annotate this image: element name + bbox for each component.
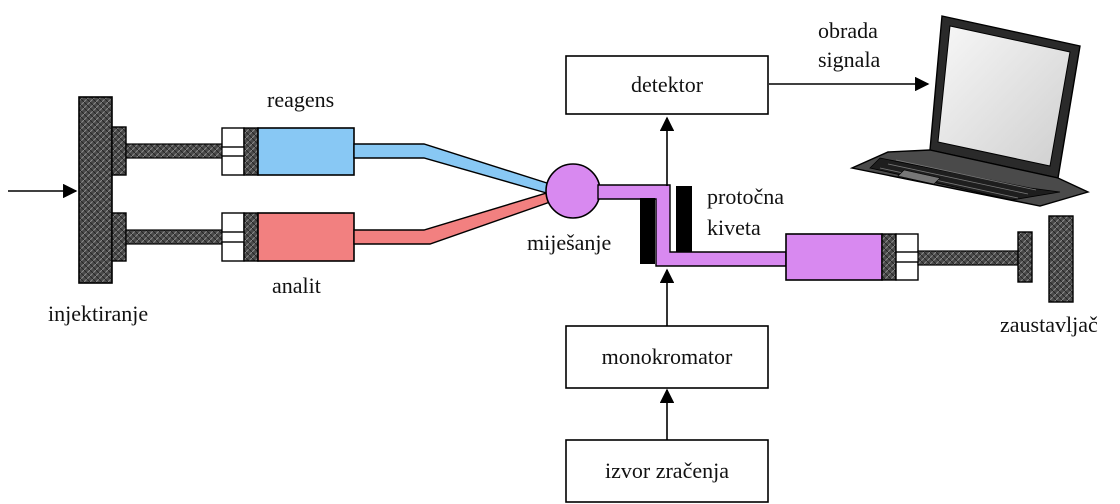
source-box xyxy=(565,439,769,503)
injection-plunger xyxy=(8,96,223,284)
source-label: izvor zračenja xyxy=(605,458,729,483)
flow-cell-wall-right xyxy=(676,186,692,252)
analyte-tube xyxy=(353,191,551,245)
flow-cell-wall-left xyxy=(640,198,655,264)
reagent-tube xyxy=(353,143,551,195)
flow-cell-label-line2: kiveta xyxy=(707,215,761,240)
reagent-label: reagens xyxy=(267,87,334,112)
stopper-label: zaustavljač xyxy=(1000,312,1098,337)
signal-label-line1: obrada xyxy=(818,18,878,43)
mixing-chamber xyxy=(545,163,601,219)
reagent-chamber xyxy=(257,127,355,176)
laptop-icon xyxy=(849,15,1090,207)
flow-cell-label-line1: protočna xyxy=(707,184,784,209)
stopper-block xyxy=(1048,215,1074,303)
detector-label: detektor xyxy=(631,72,704,97)
stop-syringe xyxy=(785,231,1033,283)
analyte-chamber xyxy=(257,212,355,262)
signal-label-line2: signala xyxy=(818,47,881,72)
analyte-syringe xyxy=(221,191,551,262)
reagent-syringe xyxy=(221,127,551,195)
mixing-label: miješanje xyxy=(527,230,611,255)
monochromator-label: monokromator xyxy=(602,344,733,369)
injection-label: injektiranje xyxy=(48,301,148,326)
analyte-label: analit xyxy=(272,273,321,298)
detector-box xyxy=(565,55,769,115)
monochromator-box xyxy=(565,325,769,389)
injection-plate xyxy=(78,96,113,284)
stop-syringe-chamber xyxy=(785,233,883,281)
